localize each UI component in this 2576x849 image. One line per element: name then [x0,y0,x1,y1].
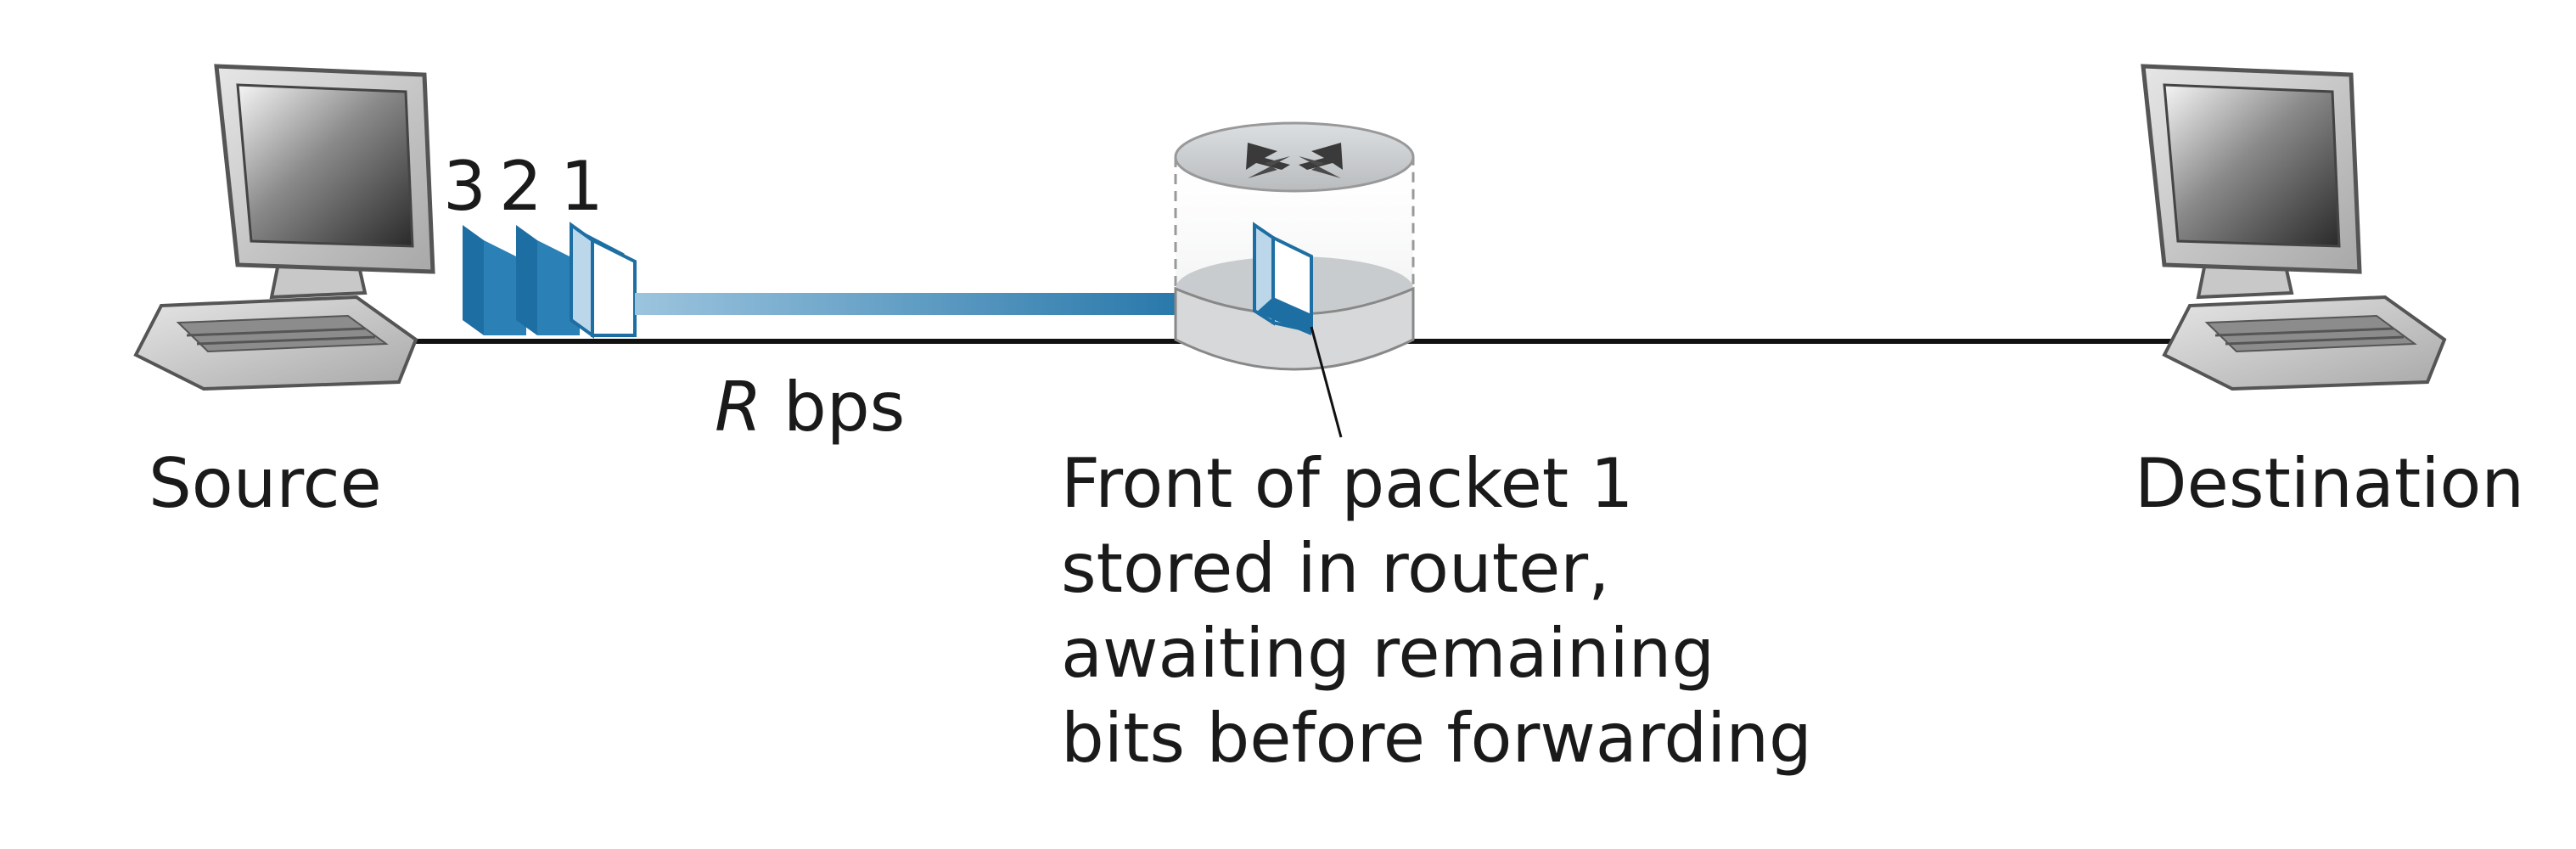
packet-1-tail [570,222,637,339]
packet-3 [463,225,526,335]
callout-line-2: stored in router, [1061,529,1610,608]
router-callout-text: Front of packet 1 stored in router, awai… [1061,441,1812,781]
packet-1-front [1253,222,1313,335]
packet-number-3: 3 [443,147,486,226]
packet-number-1: 1 [560,147,603,226]
destination-computer-icon [2141,64,2447,391]
source-label: Source [149,444,382,523]
callout-line-4: bits before forwarding [1061,699,1812,778]
rate-unit: bps [783,368,906,447]
transmission-arrow-icon [635,272,1273,336]
packet-number-2: 2 [499,147,542,226]
destination-label: Destination [2135,444,2525,523]
packet-2 [516,225,580,335]
router-icon [1174,121,1415,371]
rate-symbol: R [715,368,762,447]
callout-leader-line [1310,326,1343,438]
link-rate-label: R bps [715,374,905,441]
source-computer-icon [133,64,435,391]
callout-line-1: Front of packet 1 [1061,444,1634,523]
callout-line-3: awaiting remaining [1061,614,1715,693]
